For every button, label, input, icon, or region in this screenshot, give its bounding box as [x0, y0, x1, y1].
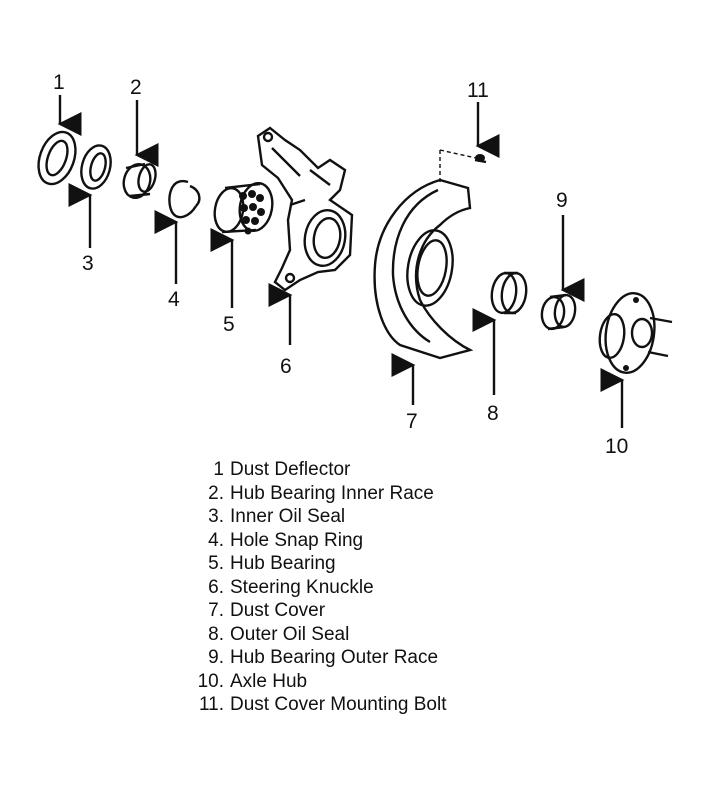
- callout-11: 11: [467, 79, 489, 102]
- legend-item: 9.Hub Bearing Outer Race: [208, 647, 439, 668]
- callout-9: 9: [556, 189, 568, 212]
- callout-8: 8: [487, 402, 499, 425]
- legend-item: 7.Dust Cover: [208, 600, 326, 621]
- legend-item: 8.Outer Oil Seal: [208, 623, 350, 645]
- legend-item: 3.Inner Oil Seal: [208, 506, 346, 527]
- callout-10: 10: [605, 435, 629, 458]
- steering-knuckle-part: [256, 126, 354, 292]
- hub-bearing-inner-race-part: [122, 162, 157, 199]
- hub-bearing-outer-race-part: [540, 293, 577, 331]
- outer-oil-seal-part: [490, 271, 528, 315]
- legend-item: 6.Steering Knuckle: [208, 576, 374, 598]
- legend-item: 2.Hub Bearing Inner Race: [208, 482, 434, 504]
- inner-oil-seal-part: [80, 144, 112, 190]
- legend-item: 11.Dust Cover Mounting Bolt: [198, 694, 447, 715]
- dust-cover-part: [373, 149, 477, 360]
- callout-7: 7: [406, 410, 418, 433]
- leader-arrows: [57, 95, 625, 428]
- legend-item: 4.Hole Snap Ring: [208, 529, 364, 551]
- axle-hub-part: [598, 292, 673, 374]
- dust-cover-mounting-bolt-part: [474, 154, 487, 164]
- exploded-hub-diagram: [37, 95, 673, 428]
- legend-item: 5.Hub Bearing: [208, 553, 336, 574]
- callout-2: 2: [130, 76, 142, 99]
- hole-snap-ring-part: [168, 179, 201, 219]
- callout-1: 1: [53, 71, 65, 94]
- callout-6: 6: [280, 355, 292, 378]
- legend-item: 10.Axle Hub: [197, 670, 308, 692]
- dust-deflector-part: [37, 130, 77, 186]
- hub-bearing-part: [213, 182, 274, 235]
- callout-4: 4: [168, 288, 180, 311]
- callout-5: 5: [223, 313, 235, 336]
- callout-3: 3: [82, 252, 94, 275]
